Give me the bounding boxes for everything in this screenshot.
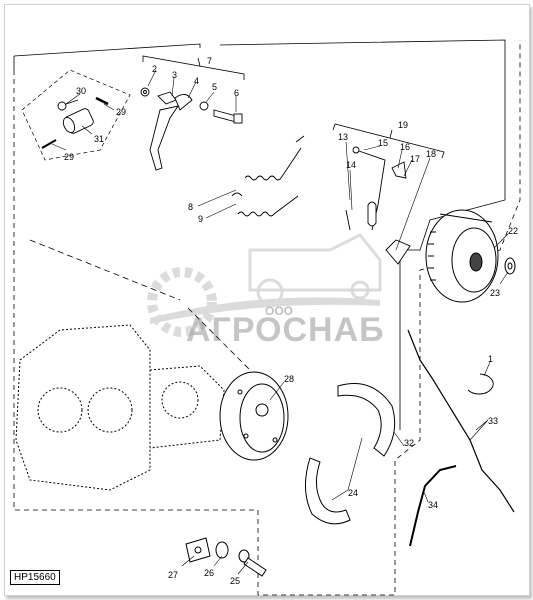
bracket-7: [142, 55, 245, 80]
callout-31: 31: [94, 134, 104, 144]
figure-reference-code: HP15660: [10, 570, 60, 585]
watermark-prefix: ООО: [265, 304, 294, 318]
bracket-19: [332, 123, 445, 159]
callout-14: 14: [346, 160, 356, 170]
callout-3: 3: [172, 70, 177, 80]
brake-shoes-24: [305, 383, 396, 525]
callout-23: 23: [490, 288, 500, 298]
watermark-logo: [147, 233, 382, 337]
watermark-brand: АГРОСНАБ: [186, 311, 385, 349]
callout-25: 25: [230, 576, 240, 586]
callout-17: 17: [410, 154, 420, 164]
callout-34: 34: [428, 500, 438, 510]
brake-drum-22: [425, 209, 499, 303]
leader-lines: [51, 69, 509, 575]
callout-33: 33: [488, 416, 498, 426]
subgroup-dashed: [21, 69, 131, 161]
callout-5: 5: [212, 82, 217, 92]
inner-dashed-line: [29, 239, 251, 371]
cable-33: [407, 329, 515, 513]
callout-29b: 29: [64, 152, 74, 162]
callout-1: 1: [488, 354, 493, 364]
adjuster-linkage: [345, 146, 411, 265]
callout-26: 26: [204, 568, 214, 578]
mounting-hardware: [185, 537, 267, 577]
callout-4: 4: [194, 76, 199, 86]
diagram-frame: [4, 4, 530, 596]
callout-9: 9: [198, 214, 203, 224]
callout-18: 18: [426, 149, 436, 159]
callout-16: 16: [400, 142, 410, 152]
callout-24: 24: [348, 488, 358, 498]
callout-22: 22: [508, 226, 518, 236]
callout-8: 8: [188, 202, 193, 212]
callout-15: 15: [378, 138, 388, 148]
callout-13: 13: [338, 132, 348, 142]
callout-27: 27: [168, 570, 178, 580]
axle-housing: [15, 324, 225, 491]
boundary-dashed: [13, 40, 521, 596]
callout-28: 28: [284, 374, 294, 384]
snap-ring-1: [467, 373, 494, 395]
callout-7: 7: [207, 56, 212, 66]
wheel-cylinder-31: [41, 96, 109, 149]
brake-line-34: [409, 465, 457, 547]
nut-23: [504, 257, 516, 275]
callout-29a: 29: [116, 107, 126, 117]
callout-32: 32: [404, 438, 414, 448]
parking-lever-assembly: [140, 87, 243, 171]
callout-6: 6: [234, 88, 239, 98]
callout-2: 2: [152, 64, 157, 74]
callout-19: 19: [398, 120, 408, 130]
springs: [231, 135, 305, 217]
callout-30: 30: [76, 86, 86, 96]
backing-plate-28: [219, 371, 289, 461]
